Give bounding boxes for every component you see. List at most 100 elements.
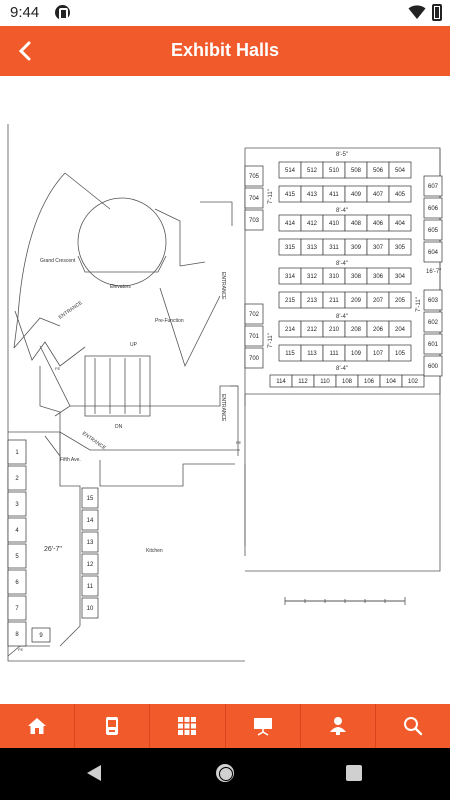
booth-212: 212 bbox=[307, 327, 318, 333]
booth-414: 414 bbox=[285, 221, 296, 227]
booth-504-box[interactable] bbox=[388, 161, 412, 179]
booth-15-box[interactable] bbox=[81, 487, 99, 509]
booth-408: 408 bbox=[351, 221, 362, 227]
booth-705-box[interactable] bbox=[244, 165, 264, 187]
booth-104: 104 bbox=[386, 379, 397, 385]
booth-305-box[interactable] bbox=[388, 238, 412, 256]
booth-601-box[interactable] bbox=[423, 333, 443, 355]
booth-110: 110 bbox=[320, 379, 330, 385]
label-elevators: Elevators bbox=[110, 284, 131, 290]
label-dn: DN bbox=[115, 424, 123, 430]
booth-603: 603 bbox=[428, 298, 439, 304]
presentation-icon bbox=[253, 718, 272, 736]
booth-105-box[interactable] bbox=[388, 344, 412, 362]
booth-4-box[interactable] bbox=[7, 517, 27, 543]
booth-204-box[interactable] bbox=[388, 320, 412, 338]
booth-214: 214 bbox=[285, 327, 296, 333]
booth-405-box[interactable] bbox=[388, 185, 412, 203]
label-fifth-ave: Fifth Ave. bbox=[60, 457, 81, 463]
booth-309: 309 bbox=[351, 245, 362, 251]
building-outline bbox=[7, 124, 245, 662]
booth-6-box[interactable] bbox=[7, 569, 27, 595]
booth-607-box[interactable] bbox=[423, 175, 443, 197]
booth-704-box[interactable] bbox=[244, 187, 264, 209]
booth-701-box[interactable] bbox=[244, 325, 264, 347]
tab-presentation[interactable] bbox=[226, 704, 301, 748]
booth-314: 314 bbox=[285, 274, 296, 280]
tab-kiosk[interactable] bbox=[75, 704, 151, 748]
booth-702-box[interactable] bbox=[244, 303, 264, 325]
booth-205: 205 bbox=[395, 298, 406, 304]
dim-side-3: 7'-11" bbox=[416, 297, 422, 312]
booth-514: 514 bbox=[285, 168, 296, 174]
booth-107: 107 bbox=[373, 351, 384, 357]
booth-407: 407 bbox=[373, 192, 384, 198]
dim-row-3: 8'-4" bbox=[336, 314, 348, 320]
booth-108: 108 bbox=[342, 379, 353, 385]
booth-11-box[interactable] bbox=[81, 575, 99, 597]
booth-404-box[interactable] bbox=[388, 214, 412, 232]
app-header: Exhibit Halls bbox=[0, 26, 450, 76]
booth-9-box[interactable] bbox=[31, 627, 51, 643]
booth-5-box[interactable] bbox=[7, 543, 27, 569]
tab-grid[interactable] bbox=[150, 704, 226, 748]
back-button[interactable] bbox=[8, 34, 42, 68]
person-icon bbox=[329, 717, 346, 735]
tab-exhibitor[interactable] bbox=[301, 704, 376, 748]
booth-605: 605 bbox=[428, 228, 439, 234]
booth-210: 210 bbox=[329, 327, 340, 333]
booth-315: 315 bbox=[285, 245, 296, 251]
label-fe-1: FE bbox=[55, 366, 60, 371]
booth-13-box[interactable] bbox=[81, 531, 99, 553]
booth-10-box[interactable] bbox=[81, 597, 99, 619]
tab-home[interactable] bbox=[0, 704, 76, 748]
booth-602-box[interactable] bbox=[423, 311, 443, 333]
booth-411: 411 bbox=[329, 192, 339, 198]
booth-3-box[interactable] bbox=[7, 491, 27, 517]
nav-recents-icon[interactable] bbox=[346, 765, 362, 781]
battery-icon bbox=[432, 4, 442, 21]
booth-1-box[interactable] bbox=[7, 439, 27, 465]
nav-back-icon[interactable] bbox=[86, 764, 102, 782]
booth-604-box[interactable] bbox=[423, 241, 443, 263]
tab-search[interactable] bbox=[376, 704, 450, 748]
booth-14-box[interactable] bbox=[81, 509, 99, 531]
booth-700-box[interactable] bbox=[244, 347, 264, 369]
booth-703-box[interactable] bbox=[244, 209, 264, 231]
booth-304-box[interactable] bbox=[388, 267, 412, 285]
grand-crescent-wall bbox=[13, 172, 66, 349]
booth-308: 308 bbox=[351, 274, 362, 280]
booth-312: 312 bbox=[307, 274, 318, 280]
booth-603-box[interactable] bbox=[423, 289, 443, 311]
booth-9: 9 bbox=[39, 633, 43, 639]
label-entrance-mid: ENTRANCE bbox=[81, 431, 108, 452]
booth-310: 310 bbox=[329, 274, 340, 280]
booth-606-box[interactable] bbox=[423, 197, 443, 219]
booth-600-box[interactable] bbox=[423, 355, 443, 377]
booth-2: 2 bbox=[15, 476, 19, 482]
booth-12-box[interactable] bbox=[81, 553, 99, 575]
booth-8-box[interactable] bbox=[7, 621, 27, 647]
grid-icon bbox=[178, 717, 197, 735]
booth-7-box[interactable] bbox=[7, 595, 27, 621]
dim-side-1: 7'-11" bbox=[268, 189, 274, 204]
booth-313: 313 bbox=[307, 245, 318, 251]
booth-405: 405 bbox=[395, 192, 406, 198]
booth-113: 113 bbox=[307, 351, 317, 357]
booth-606: 606 bbox=[428, 206, 439, 212]
label-grand-crescent: Grand Crescent bbox=[40, 258, 76, 264]
booth-607: 607 bbox=[428, 184, 439, 190]
booth-211: 211 bbox=[329, 298, 339, 304]
label-up: UP bbox=[130, 342, 138, 348]
booth-102-box[interactable] bbox=[401, 374, 425, 388]
booth-703: 703 bbox=[249, 218, 260, 224]
booth-2-box[interactable] bbox=[7, 465, 27, 491]
booth-205-box[interactable] bbox=[388, 291, 412, 309]
label-entrance-left: ENTRANCE bbox=[58, 300, 85, 321]
booth-605-box[interactable] bbox=[423, 219, 443, 241]
booth-215: 215 bbox=[285, 298, 296, 304]
nav-home-icon[interactable] bbox=[216, 764, 234, 782]
booth-114: 114 bbox=[276, 379, 286, 385]
